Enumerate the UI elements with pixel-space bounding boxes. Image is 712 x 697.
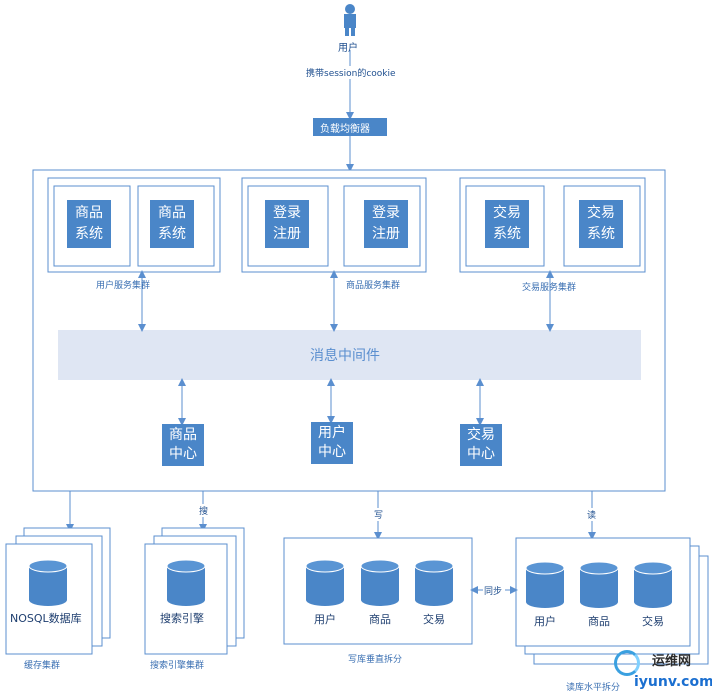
service-block <box>579 200 623 248</box>
service-text: 登录 注册 <box>273 205 301 242</box>
service-text: 登录 注册 <box>372 205 400 242</box>
service-block <box>150 200 194 248</box>
center-block <box>460 424 502 466</box>
write-caption: 写库垂直拆分 <box>348 655 403 665</box>
service-block <box>364 200 408 248</box>
write-db-icon <box>305 559 345 606</box>
nosql-caption: 缓存集群 <box>24 661 61 671</box>
service-text: 商品 系统 <box>158 205 186 242</box>
service-block <box>485 200 529 248</box>
search-caption: 搜索引擎集群 <box>150 661 205 671</box>
cluster-label: 商品服务集群 <box>346 281 401 291</box>
watermark-brand: 运维网 <box>652 654 692 669</box>
cluster-label: 用户服务集群 <box>96 281 151 291</box>
service-text: 交易 系统 <box>587 205 615 242</box>
write-item: 交易 <box>423 613 445 626</box>
service-text: 交易 系统 <box>493 205 521 242</box>
read-item: 交易 <box>642 615 664 628</box>
write-item: 用户 <box>314 613 336 626</box>
center-text: 交易 中心 <box>467 427 495 462</box>
load-balancer-label: 负载均衡器 <box>320 124 370 135</box>
nosql-title: NOSQL数据库 <box>10 612 82 625</box>
write-db-icon <box>360 559 400 606</box>
search-db-icon <box>166 559 206 606</box>
read-item: 商品 <box>588 615 610 628</box>
edge-label-sync: 同步 <box>484 587 503 597</box>
watermark-url: iyunv.com <box>634 674 712 690</box>
cluster-label: 交易服务集群 <box>522 283 577 293</box>
center-text: 商品 中心 <box>169 427 197 462</box>
center-text: 用户 中心 <box>318 425 346 460</box>
center-block <box>162 424 204 466</box>
search-title: 搜索引擎 <box>160 612 204 625</box>
edge-label-search: 搜 <box>199 504 209 517</box>
user-icon <box>344 4 356 36</box>
user-label: 用户 <box>338 43 358 54</box>
read-db-icon <box>525 561 565 608</box>
write-item: 商品 <box>369 613 391 626</box>
cookie-label: 携带session的cookie <box>306 66 396 79</box>
nosql-db-icon <box>28 559 68 606</box>
read-item: 用户 <box>534 615 556 628</box>
edge-label-write: 写 <box>374 508 384 521</box>
edge-label-read: 读 <box>587 508 597 521</box>
service-block <box>265 200 309 248</box>
read-db-icon <box>579 561 619 608</box>
watermark-logo-icon <box>614 650 640 676</box>
read-caption: 读库水平拆分 <box>566 683 621 693</box>
message-bus-label: 消息中间件 <box>310 348 380 364</box>
center-block <box>311 422 353 464</box>
read-db-icon <box>633 561 673 608</box>
service-block <box>67 200 111 248</box>
load-balancer-box <box>313 118 387 136</box>
message-bus <box>58 330 641 380</box>
write-db-icon <box>414 559 454 606</box>
service-text: 商品 系统 <box>75 205 103 242</box>
nosql-stack <box>5 527 111 655</box>
